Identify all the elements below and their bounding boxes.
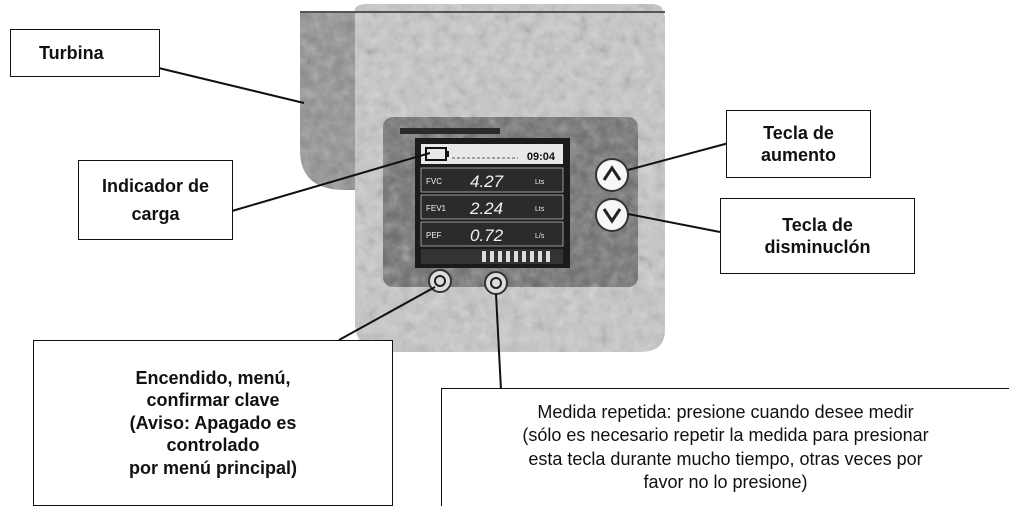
- repeat-measure-key[interactable]: [485, 272, 507, 294]
- screen-row-unit: L/s: [535, 233, 545, 240]
- screen-row-unit: Lts: [535, 206, 545, 213]
- label-line: por menú principal): [129, 457, 297, 480]
- label-tecla-aumento: Tecla de aumento: [726, 110, 871, 178]
- decrease-key[interactable]: [596, 199, 628, 231]
- screen-row-value: 4.27: [470, 172, 504, 191]
- label-line: Encendido, menú,: [135, 367, 290, 390]
- label-medida-repetida: Medida repetida: presione cuando desee m…: [441, 388, 1009, 506]
- screen-row-unit: Lts: [535, 179, 545, 186]
- leader-turbina: [142, 64, 304, 103]
- label-line: disminuclón: [764, 236, 870, 259]
- label-line: esta tecla durante mucho tiempo, otras v…: [528, 448, 922, 471]
- label-line: Medida repetida: presione cuando desee m…: [537, 401, 913, 424]
- label-line: Indicador de: [102, 175, 209, 198]
- screen-bottom-bar: [421, 249, 563, 264]
- screen-row-label: FVC: [426, 177, 442, 186]
- label-turbina: Turbina: [10, 29, 160, 77]
- screen-row-label: FEV1: [426, 204, 447, 213]
- screen-row-label: PEF: [426, 231, 442, 240]
- screen-row-value: 2.24: [469, 199, 503, 218]
- turbine-part: [300, 12, 360, 190]
- label-indicador-carga: Indicador de carga: [78, 160, 233, 240]
- label-line: Tecla de: [782, 214, 853, 237]
- label-tecla-disminucion: Tecla de disminuclón: [720, 198, 915, 274]
- label-line: confirmar clave: [146, 389, 279, 412]
- label-line: (sólo es necesario repetir la medida par…: [522, 424, 928, 447]
- label-line: favor no lo presione): [643, 471, 807, 494]
- label-line: aumento: [761, 144, 836, 167]
- label-line: Tecla de: [763, 122, 834, 145]
- increase-key[interactable]: [596, 159, 628, 191]
- label-line: carga: [131, 203, 179, 226]
- label-turbina-text: Turbina: [39, 42, 104, 65]
- lcd-screen: 09:04 FVC 4.27 Lts FEV1 2.24 Lts PEF 0.7…: [415, 138, 570, 268]
- label-line: (Aviso: Apagado es: [130, 412, 297, 435]
- screen-time: 09:04: [527, 151, 556, 163]
- label-encendido: Encendido, menú, confirmar clave (Aviso:…: [33, 340, 393, 506]
- screen-row-value: 0.72: [470, 226, 504, 245]
- label-line: controlado: [167, 434, 260, 457]
